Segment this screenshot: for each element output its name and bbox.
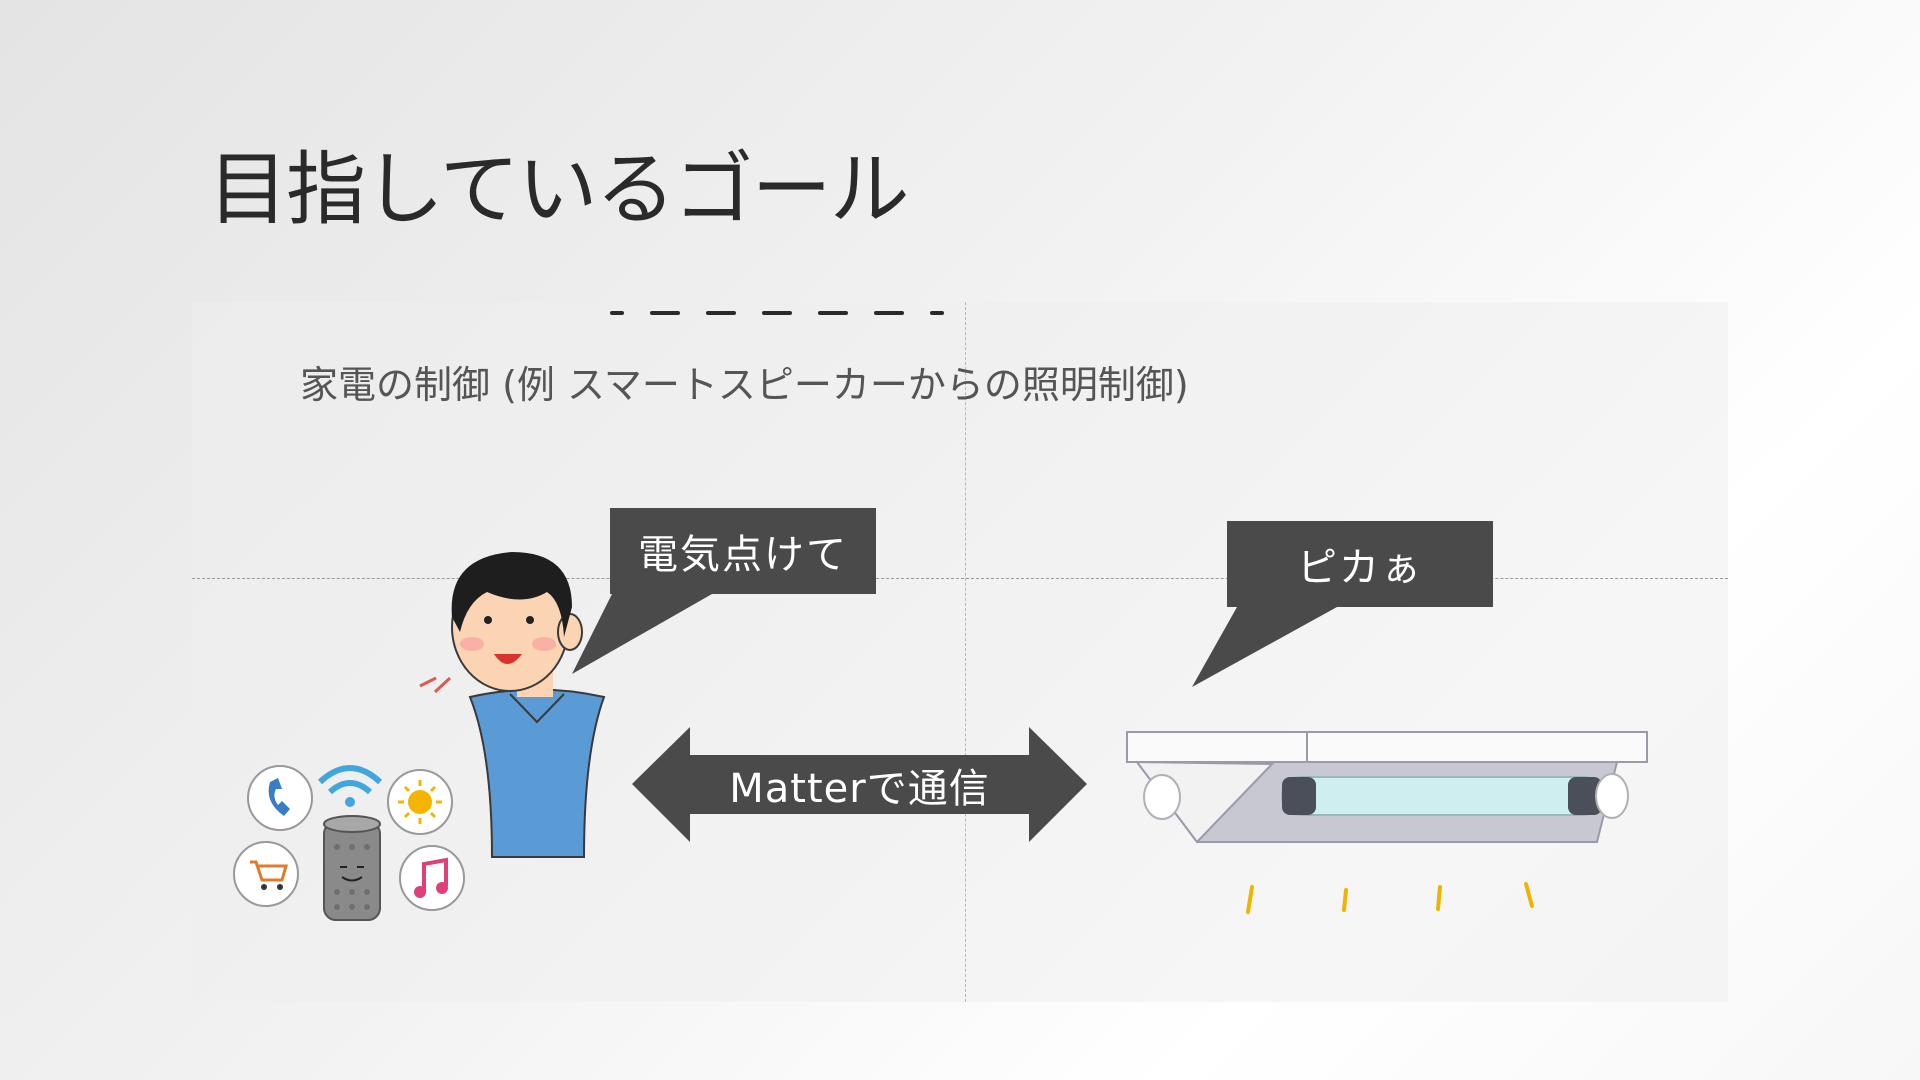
ceiling-light-icon — [192, 302, 1728, 1002]
diagram-panel: 家電の制御 (例 スマートスピーカーからの照明制御) 電気点けて ピカぁ Mat… — [192, 302, 1728, 1002]
slide-title: 目指しているゴール — [208, 150, 908, 230]
